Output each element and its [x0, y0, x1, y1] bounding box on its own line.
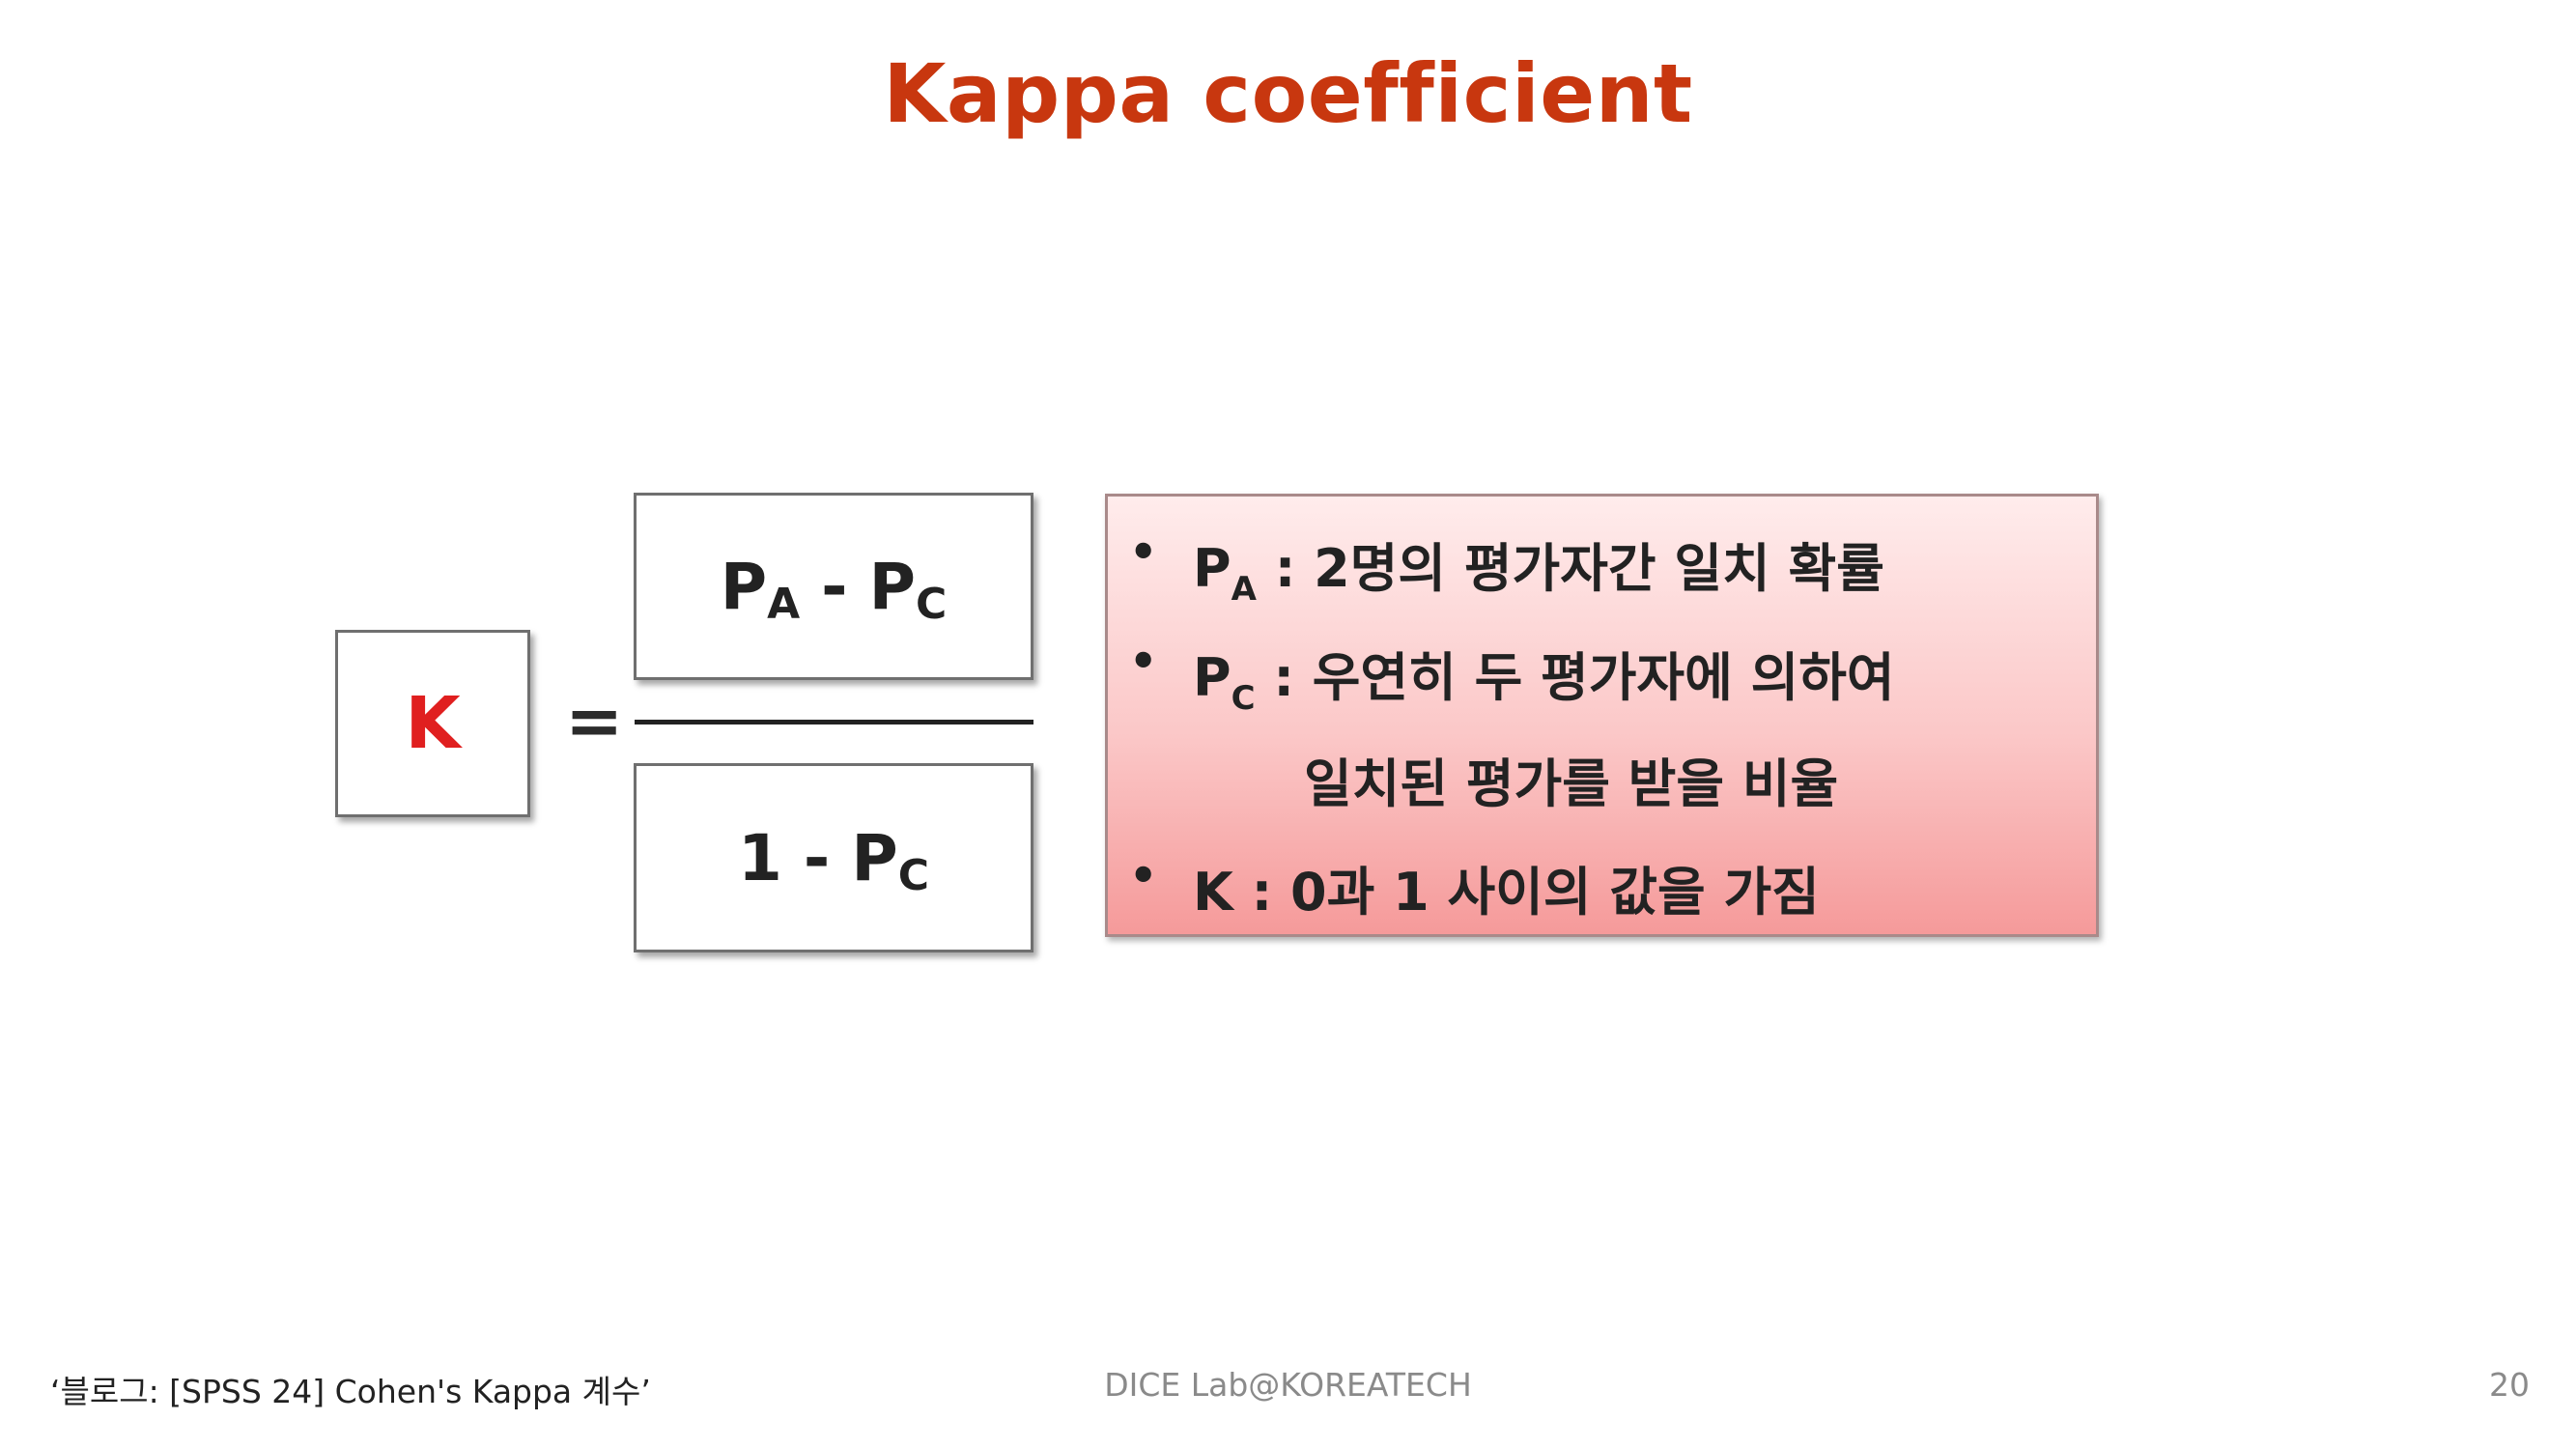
- definitions-box: • PA : 2명의 평가자간 일치 확률 • PC : 우연히 두 평가자에 …: [1105, 494, 2099, 937]
- bullet-dot: •: [1129, 526, 1158, 578]
- bullet-dot: •: [1129, 849, 1158, 901]
- definition-k-text: K : 0과 1 사이의 값을 가짐: [1193, 862, 1820, 923]
- definition-pc-text: PC : 우연히 두 평가자에 의하여: [1193, 635, 1895, 718]
- definition-pc-symbol: P: [1193, 647, 1231, 708]
- definition-pa-text: PA : 2명의 평가자간 일치 확률: [1193, 526, 1884, 609]
- footer-lab-name: DICE Lab@KOREATECH: [1104, 1366, 1472, 1404]
- numerator-pa-subscript: A: [767, 579, 801, 629]
- equals-sign: =: [565, 680, 624, 761]
- page-number: 20: [2489, 1366, 2530, 1404]
- numerator-pc-subscript: C: [915, 579, 948, 629]
- numerator-pc-symbol: P: [868, 549, 916, 624]
- definition-pa-description: : 2명의 평가자간 일치 확률: [1256, 538, 1884, 599]
- denominator-pc-symbol: P: [851, 820, 898, 895]
- numerator-minus: -: [821, 549, 848, 624]
- bullet-dot: •: [1129, 635, 1158, 687]
- definition-pc-description: : 우연히 두 평가자에 의하여: [1255, 647, 1895, 708]
- kappa-symbol-box: K: [335, 630, 530, 817]
- definition-pc-subscript: C: [1231, 679, 1256, 718]
- definition-pa-symbol: P: [1193, 538, 1231, 599]
- definition-pa-subscript: A: [1231, 570, 1257, 609]
- definition-pc-continuation-text: 일치된 평가를 받을 비율: [1304, 753, 1839, 814]
- numerator-pa-symbol: P: [720, 549, 768, 624]
- slide-title: Kappa coefficient: [883, 46, 1693, 141]
- denominator-pc-subscript: C: [897, 850, 929, 900]
- source-citation: ‘블로그: [SPSS 24] Cohen's Kappa 계수’: [50, 1373, 651, 1410]
- fraction-bar: [635, 720, 1033, 724]
- kappa-symbol: K: [405, 682, 461, 765]
- denominator-one: 1: [737, 820, 782, 895]
- denominator-minus: -: [803, 820, 831, 895]
